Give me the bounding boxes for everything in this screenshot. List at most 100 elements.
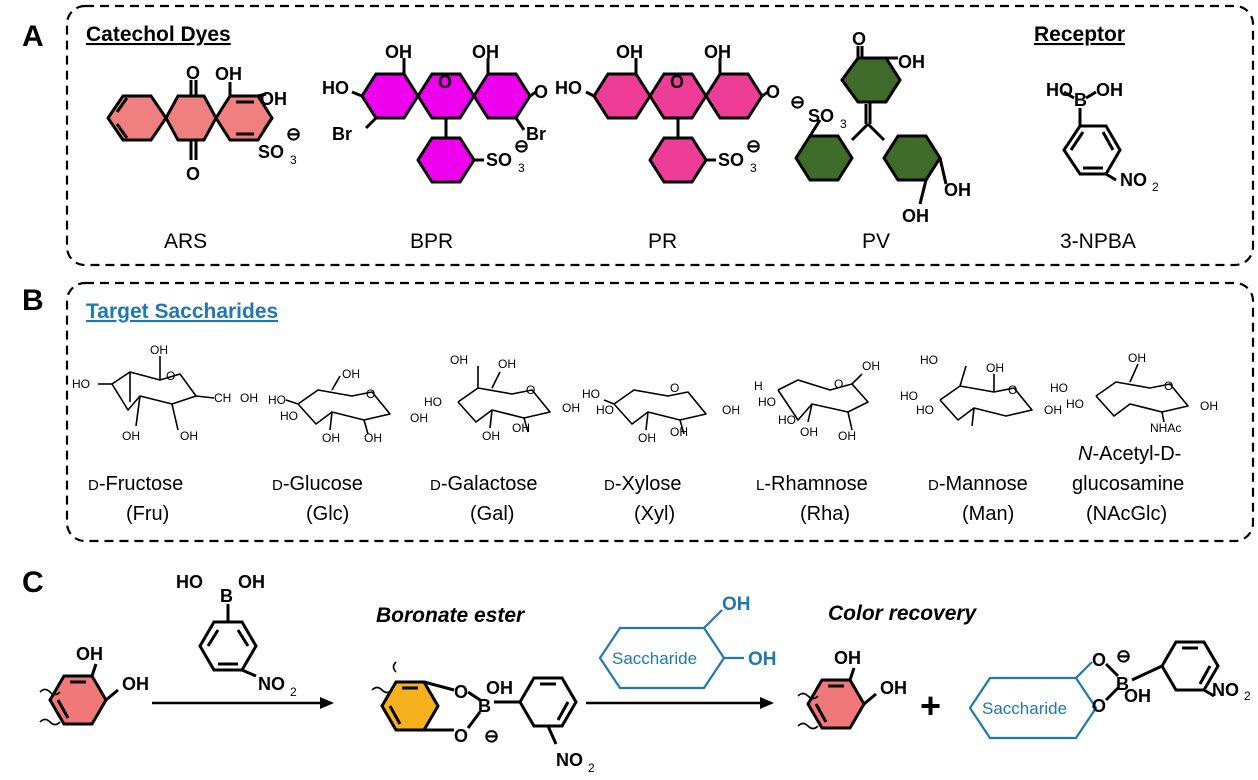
ars-minus: ⊖ xyxy=(286,124,301,144)
bpr-so3: SO xyxy=(486,150,512,170)
man-ho-1: HO xyxy=(900,389,918,403)
glc-o: O xyxy=(366,387,375,401)
rha-ho-2: HO xyxy=(778,413,796,427)
pv-oh-right: OH xyxy=(944,180,971,200)
bpr-br-right: Br xyxy=(526,124,546,144)
ester-oh: OH xyxy=(486,678,513,698)
xyl-abbr: (Xyl) xyxy=(634,503,675,525)
bpr-so3-sub: 3 xyxy=(518,161,525,175)
man-abbr: (Man) xyxy=(962,503,1014,525)
pv-label: PV xyxy=(862,230,890,253)
pr-so3-sub: 3 xyxy=(750,161,757,175)
ars-so3: SO xyxy=(258,142,284,162)
ester-o-1: O xyxy=(454,682,468,702)
mannose-structure xyxy=(939,365,1033,427)
npba-structure xyxy=(1062,90,1122,182)
pv-minus: ⊖ xyxy=(790,92,805,112)
man-o: O xyxy=(1008,383,1017,397)
product-no2: NO xyxy=(1212,680,1239,700)
catechol-dyes-header: Catechol Dyes xyxy=(86,23,231,46)
npba-reagent-oh: OH xyxy=(238,572,265,592)
gal-oh-r: OH xyxy=(562,401,580,415)
xyl-ho-2: HO xyxy=(596,403,614,417)
gal-oh-b2: OH xyxy=(512,421,530,435)
xyl-o: O xyxy=(670,381,679,395)
pv-structure xyxy=(794,46,948,205)
rha-oh-b2: OH xyxy=(838,429,856,443)
man-oh-top: OH xyxy=(986,361,1004,375)
saccharide-reagent-oh-2: OH xyxy=(748,649,777,670)
product-o-2: O xyxy=(1092,696,1106,716)
gal-o: O xyxy=(526,383,535,397)
npba-b: B xyxy=(1074,90,1087,110)
xylose-structure xyxy=(603,389,707,435)
nac-o: O xyxy=(1164,379,1173,393)
npba-no2: NO xyxy=(1120,170,1147,190)
catechol-left xyxy=(39,663,119,726)
nac-oh-top: OH xyxy=(1128,351,1146,365)
ars-o-top: O xyxy=(186,63,200,83)
pr-minus: ⊖ xyxy=(746,136,761,156)
fructose-structure xyxy=(98,356,215,431)
gal-oh-b1: OH xyxy=(482,429,500,443)
product-b: B xyxy=(1116,674,1129,694)
pv-oh-bottom: OH xyxy=(902,206,929,226)
npba-reagent xyxy=(198,604,258,678)
saccharide-names: D-Fructose (Fru) D-Glucose (Glc) D-Galac… xyxy=(88,443,1184,525)
rha-abbr: (Rha) xyxy=(800,503,850,525)
fru-abbr: (Fru) xyxy=(126,503,169,525)
product-boronate xyxy=(1075,640,1220,709)
ester-o-2: O xyxy=(454,726,468,746)
color-recovery-label: Color recovery xyxy=(828,602,978,625)
pr-oh-right: OH xyxy=(704,42,731,62)
product-o-1: O xyxy=(1092,650,1106,670)
xyl-oh-b2: OH xyxy=(670,425,688,439)
rha-oh-top: OH xyxy=(862,359,880,373)
glc-oh-r: OH xyxy=(410,411,428,425)
pv-o-top: O xyxy=(852,29,866,49)
saccharide-reagent-oh-1: OH xyxy=(722,594,751,615)
rha-h3c: H xyxy=(754,379,763,393)
reaction-arrow-2-head xyxy=(760,697,774,709)
glucose-structure xyxy=(285,375,391,435)
man-ho-2: HO xyxy=(916,403,934,417)
glc-ho-1: HO xyxy=(268,393,286,407)
gal-oh-top2: OH xyxy=(498,357,516,371)
bpr-structure xyxy=(351,58,537,184)
fru-o: O xyxy=(166,369,175,383)
xyl-oh-b: OH xyxy=(638,431,656,445)
pr-label: PR xyxy=(648,230,677,253)
pr-so3: SO xyxy=(718,150,744,170)
npba-oh: OH xyxy=(1096,80,1123,100)
cat-left-oh-1: OH xyxy=(76,644,103,664)
pr-structure xyxy=(585,58,769,184)
pv-so3: SO xyxy=(808,106,834,126)
xyl-ho-1: HO xyxy=(582,387,600,401)
pv-so3-sub: 3 xyxy=(840,117,847,131)
ars-o-bottom: O xyxy=(186,164,200,184)
gal-ho: HO xyxy=(424,395,442,409)
pr-oh-left: OH xyxy=(616,42,643,62)
ester-no2: NO xyxy=(556,750,583,770)
fru-name: D-Fructose xyxy=(88,473,183,495)
bpr-ho: HO xyxy=(322,78,349,98)
pr-o-ring: O xyxy=(670,72,684,92)
bpr-o-ring: O xyxy=(438,72,452,92)
npba-reagent-no2: NO xyxy=(258,674,285,694)
nacglc-abbr: (NAcGlc) xyxy=(1086,503,1167,525)
saccharide-reagent-bond-1 xyxy=(703,609,723,629)
product-oh: OH xyxy=(1124,686,1151,706)
panel-b-box xyxy=(65,281,1255,543)
nacglc-name: N-Acetyl-D- xyxy=(1078,443,1181,465)
panel-a-box xyxy=(65,4,1255,267)
npba-label: 3-NPBA xyxy=(1060,230,1136,253)
nacglc-name-line2: glucosamine xyxy=(1072,473,1184,495)
nac-oh-r: OH xyxy=(1200,399,1218,413)
rha-name: L-Rhamnose xyxy=(756,473,868,495)
catechol-recovered xyxy=(797,667,877,730)
rhamnose-structure xyxy=(777,373,869,431)
fru-ch2-oh: OH xyxy=(240,391,258,405)
fru-oh-b1: OH xyxy=(122,429,140,443)
target-saccharides-header: Target Saccharides xyxy=(86,300,278,323)
ars-oh-1: OH xyxy=(215,64,242,84)
